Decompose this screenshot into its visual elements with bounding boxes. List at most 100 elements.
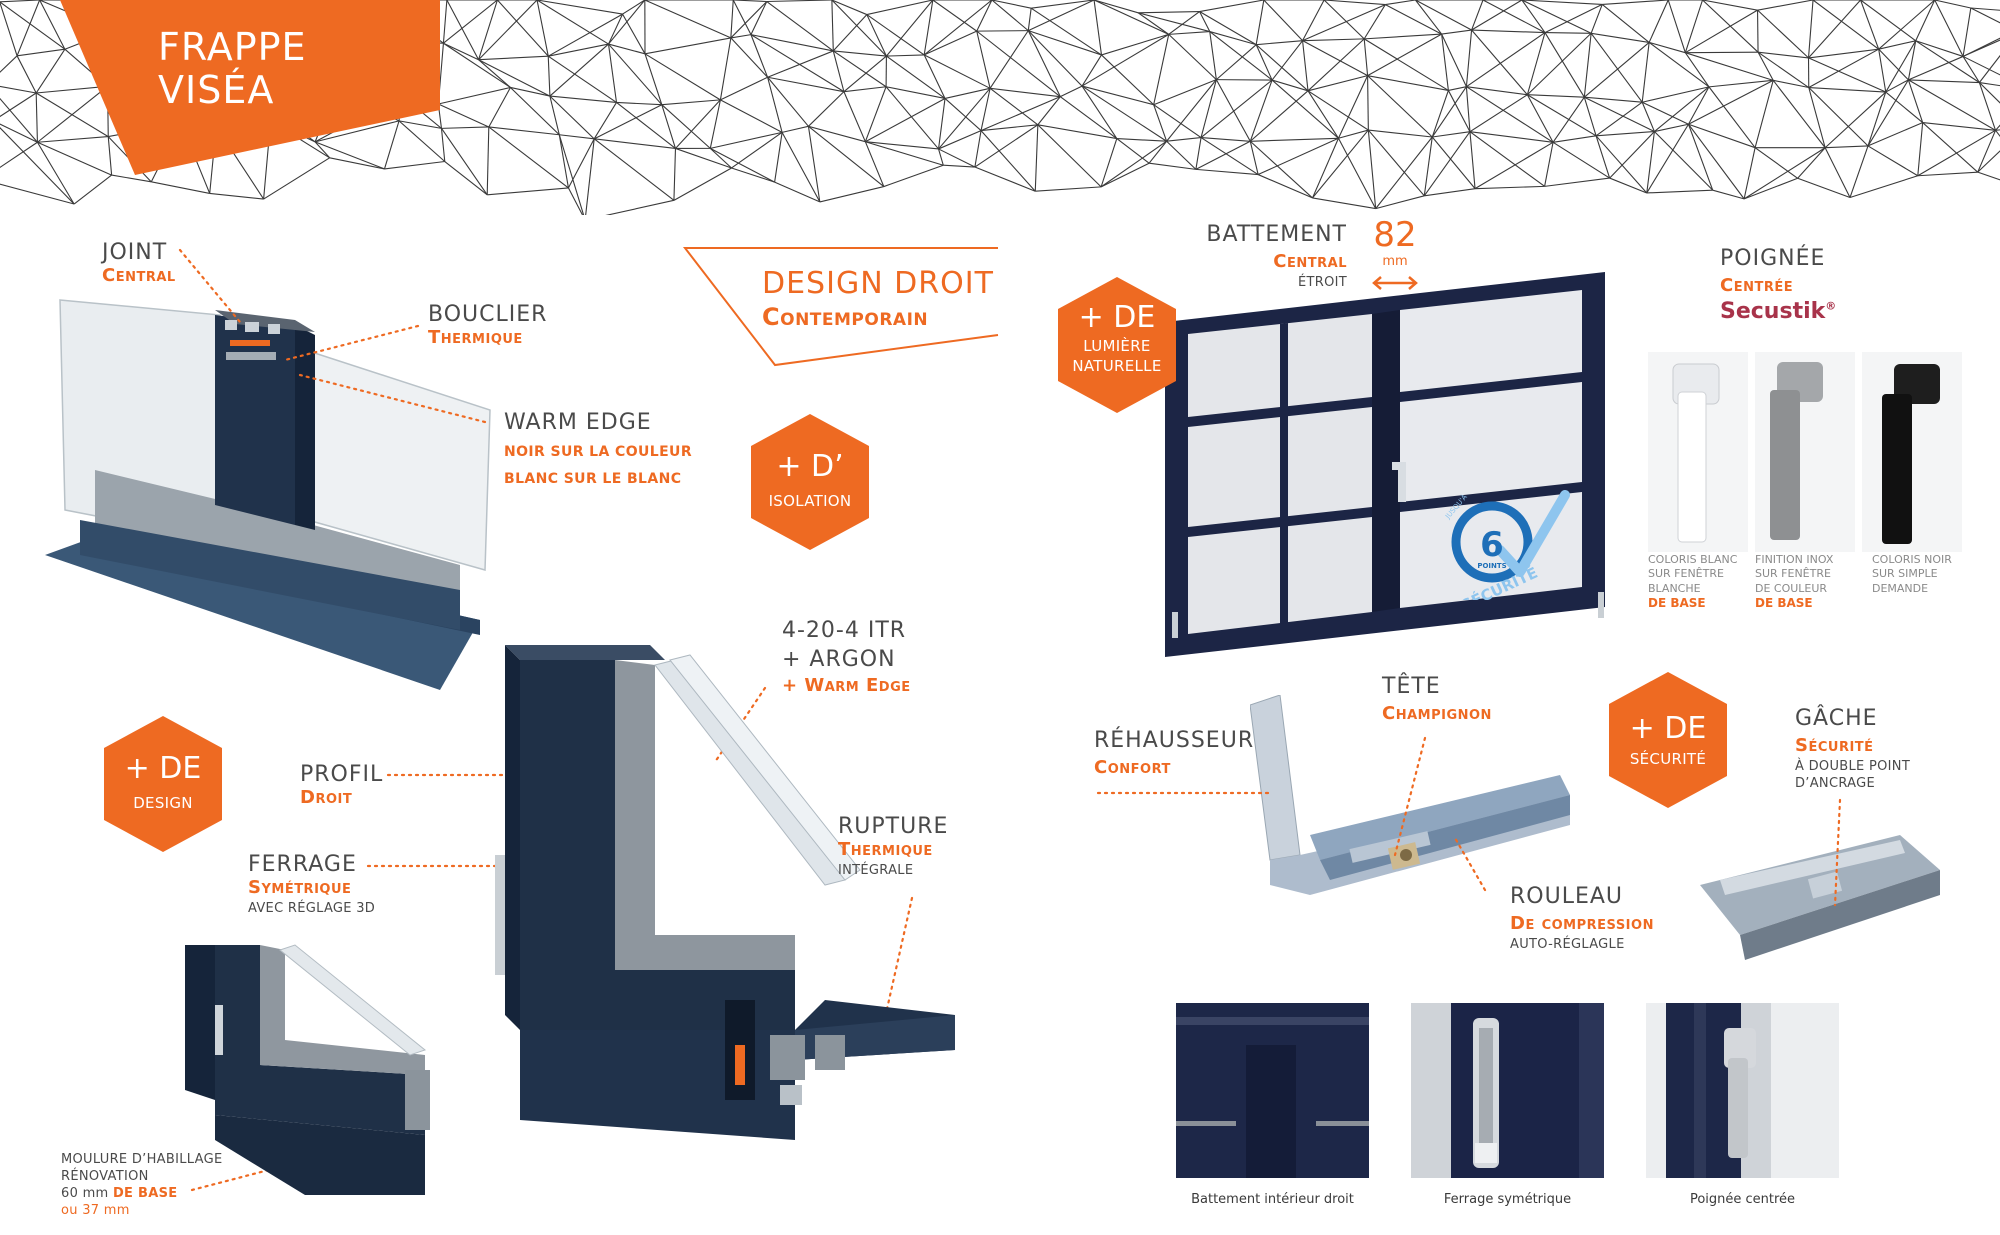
handle-inox-cap-accent: DE BASE: [1755, 595, 1813, 610]
pattern-line: [1466, 32, 1546, 88]
pattern-line: [1797, 147, 1826, 179]
pattern-line: [1757, 9, 1809, 59]
pattern-line: [0, 183, 75, 205]
thumbnail-battement-caption: Battement intérieur droit: [1191, 1192, 1354, 1207]
pattern-line: [478, 0, 538, 61]
pattern-line: [944, 98, 982, 131]
design-banner-frame: [682, 247, 999, 367]
pattern-line: [1754, 147, 1798, 179]
handle-inox-cap-1: FINITION INOX: [1755, 553, 1834, 566]
pattern-line: [1385, 4, 1442, 35]
pattern-line: [1978, 54, 2000, 83]
pattern-line: [1584, 96, 1643, 103]
battement-width-unit: mm: [1382, 254, 1408, 269]
pattern-line: [478, 55, 549, 61]
pattern-line: [1166, 140, 1197, 170]
pattern-line: [594, 138, 676, 149]
callout-vitrage: 4-20-4 ITR + ARGON + Warm Edge: [782, 618, 911, 696]
pattern-line: [710, 131, 783, 149]
pattern-line: [1808, 48, 1879, 59]
pattern-line: [0, 1, 18, 56]
pattern-line: [1642, 86, 1710, 103]
security-6-points-logo: 6 POINTS SÉCURITÉ JUSQU'À: [1443, 490, 1570, 600]
pattern-line: [938, 87, 991, 150]
pattern-line: [1035, 186, 1102, 192]
pattern-line: [1648, 41, 1710, 88]
pattern-line: [16, 48, 65, 57]
pattern-line: [1302, 0, 1325, 41]
pattern-line: [883, 164, 944, 188]
pattern-line: [1922, 122, 1996, 131]
pattern-line: [1199, 11, 1257, 46]
pattern-line: [1324, 0, 1386, 6]
pattern-line: [1685, 9, 1758, 54]
pattern-line: [37, 141, 112, 176]
pattern-line: [593, 102, 617, 140]
callout-bouclier-accent: Thermique: [428, 327, 523, 349]
pattern-line: [1466, 86, 1554, 143]
design-banner-line1: DESIGN DROIT: [762, 266, 994, 301]
pattern-line: [536, 0, 623, 15]
pattern-line: [1583, 42, 1650, 98]
handle-white-cap-3: BLANCHE: [1648, 581, 1701, 595]
pattern-line: [1526, 32, 1592, 96]
pattern-line: [1271, 79, 1339, 139]
pattern-line: [819, 186, 884, 203]
pattern-line: [1255, 0, 1265, 45]
thumbnail-ferrage-caption: Ferrage symétrique: [1443, 1192, 1572, 1207]
pattern-line: [1915, 40, 1980, 83]
pattern-line: [549, 95, 617, 103]
pattern-line: [1708, 79, 1774, 88]
callout-battement-accent: Central: [1273, 251, 1347, 273]
pattern-line: [558, 134, 569, 189]
pattern-line: [1030, 7, 1102, 56]
battement-width-value: 82: [1373, 215, 1417, 255]
pattern-line: [438, 86, 511, 105]
pattern-line: [616, 101, 662, 106]
pattern-line: [1979, 81, 2000, 87]
pattern-line: [488, 87, 511, 128]
pattern-line: [1200, 137, 1259, 176]
pattern-line: [980, 88, 991, 131]
pattern-line: [731, 131, 783, 169]
callout-rehausseur-accent: Confort: [1094, 757, 1171, 779]
pattern-line: [1431, 90, 1449, 138]
pattern-line: [1915, 0, 1936, 42]
pattern-line: [593, 138, 675, 201]
pattern-line: [974, 166, 1036, 192]
pattern-line: [1962, 37, 2000, 57]
pattern-line: [1867, 91, 1887, 147]
pattern-line: [1081, 33, 1170, 87]
pattern-line: [719, 37, 732, 100]
callout-battement-title: BATTEMENT: [1206, 222, 1347, 247]
pattern-line: [923, 54, 946, 99]
pattern-line: [1168, 11, 1200, 35]
pattern-line: [720, 76, 768, 101]
pattern-line: [923, 54, 991, 89]
pattern-line: [980, 96, 1061, 132]
pattern-line: [976, 30, 991, 89]
pattern-line: [1257, 174, 1313, 199]
pattern-line: [1757, 51, 1774, 81]
pattern-line: [750, 1, 768, 35]
pattern-line: [1255, 44, 1273, 81]
handle-black-icon: [1882, 364, 1940, 544]
pattern-line: [1595, 135, 1648, 194]
pattern-line: [547, 13, 623, 57]
pattern-line: [585, 138, 595, 215]
pattern-line: [832, 14, 868, 52]
badge-design: + DE DESIGN: [100, 714, 226, 854]
title-tab: [60, 0, 440, 175]
pattern-line: [0, 55, 18, 73]
badge-securite-sub: SÉCURITÉ: [1629, 750, 1707, 768]
pattern-line: [774, 181, 821, 203]
callout-tete-accent: Champignon: [1382, 703, 1492, 725]
pattern-line: [1101, 54, 1155, 106]
pattern-line: [1337, 75, 1369, 139]
callout-moulure-line4: ou 37 mm: [61, 1202, 130, 1218]
pattern-line: [1590, 32, 1643, 103]
pattern-line: [1323, 0, 1365, 40]
pattern-line: [1773, 79, 1809, 89]
pattern-line: [1970, 7, 2000, 11]
pattern-line: [536, 0, 549, 57]
